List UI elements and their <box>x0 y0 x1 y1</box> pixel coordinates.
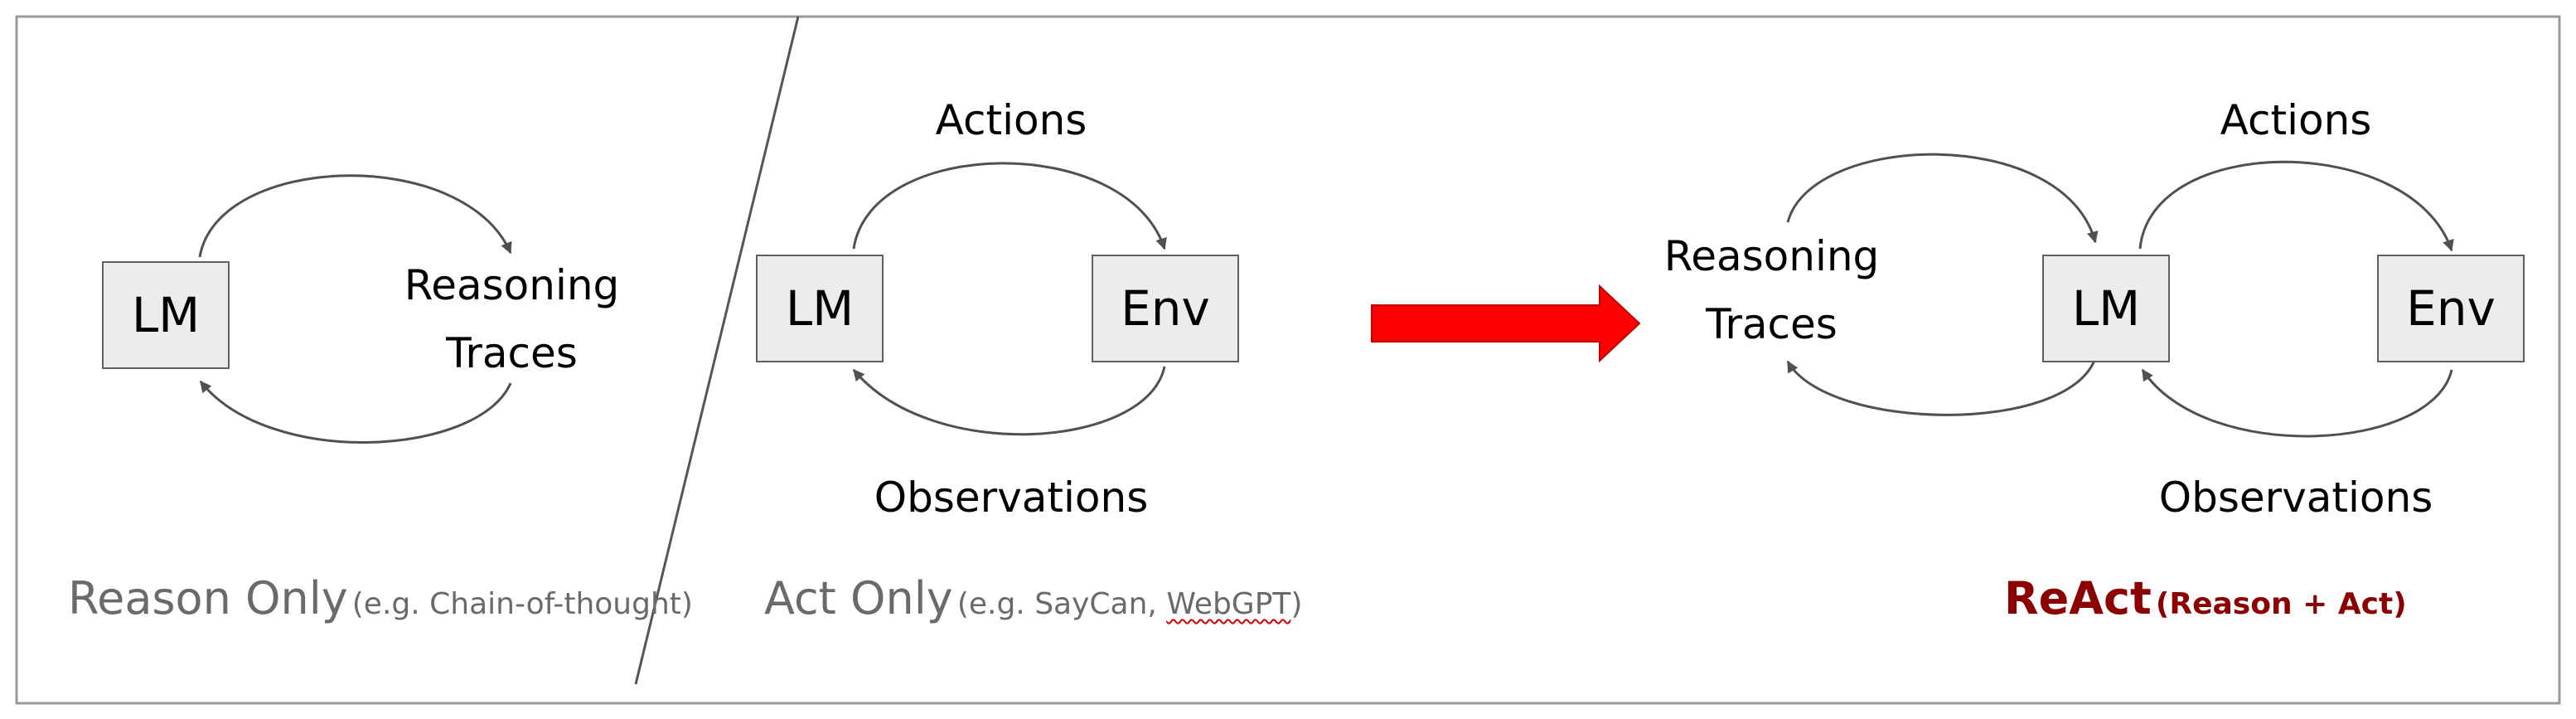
reason-only-lm-box: LM <box>102 261 230 369</box>
reason-only-arrow-to-reasoning <box>198 174 512 258</box>
panel-separator <box>634 16 800 685</box>
big-red-arrow <box>1371 284 1641 363</box>
react-arrow-reasoning-to-lm <box>1786 153 2099 244</box>
act-only-caption: Act Only (e.g. SayCan, WebGPT) <box>764 572 1302 624</box>
act-only-env-box: Env <box>1092 255 1239 362</box>
react-env-box: Env <box>2377 255 2525 362</box>
reason-only-caption-sub: (e.g. Chain-of-thought) <box>351 587 693 621</box>
act-only-caption-webgpt: WebGPT <box>1166 587 1291 621</box>
react-reasoning-traces: Reasoning Traces <box>1649 222 1894 358</box>
act-only-actions-label: Actions <box>935 96 1087 144</box>
react-lm-box: LM <box>2042 255 2170 362</box>
reason-only-arrow-to-lm <box>199 380 512 444</box>
react-observations-arrow <box>2141 368 2453 438</box>
react-caption: ReAct (Reason + Act) <box>2004 572 2407 624</box>
act-only-caption-sub-prefix: (e.g. SayCan, <box>956 587 1167 621</box>
react-arrow-lm-to-reasoning <box>1786 357 2097 416</box>
react-caption-main: ReAct <box>2004 572 2152 624</box>
act-only-caption-sub-suffix: ) <box>1290 587 1303 621</box>
react-actions-arrow <box>2138 160 2454 252</box>
reason-only-caption: Reason Only (e.g. Chain-of-thought) <box>68 572 693 624</box>
act-only-caption-sub: (e.g. SayCan, WebGPT) <box>957 587 1303 621</box>
act-only-actions-arrow <box>852 162 1167 250</box>
act-only-observations-arrow <box>852 366 1166 436</box>
react-reasoning-line1: Reasoning <box>1663 232 1880 280</box>
reason-only-reasoning-line2: Traces <box>446 329 578 377</box>
outer-frame <box>15 15 2561 705</box>
react-reasoning-line2: Traces <box>1706 300 1838 348</box>
reason-only-reasoning-line1: Reasoning <box>404 261 620 309</box>
reason-only-caption-main: Reason Only <box>68 572 348 624</box>
act-only-lm-box: LM <box>756 255 884 362</box>
act-only-caption-main: Act Only <box>764 572 953 624</box>
react-actions-label: Actions <box>2220 96 2372 144</box>
reason-only-reasoning-traces: Reasoning Traces <box>390 251 634 387</box>
react-caption-sub: (Reason + Act) <box>2155 587 2407 621</box>
act-only-observations-label: Observations <box>874 474 1149 522</box>
react-observations-label: Observations <box>2158 474 2433 522</box>
